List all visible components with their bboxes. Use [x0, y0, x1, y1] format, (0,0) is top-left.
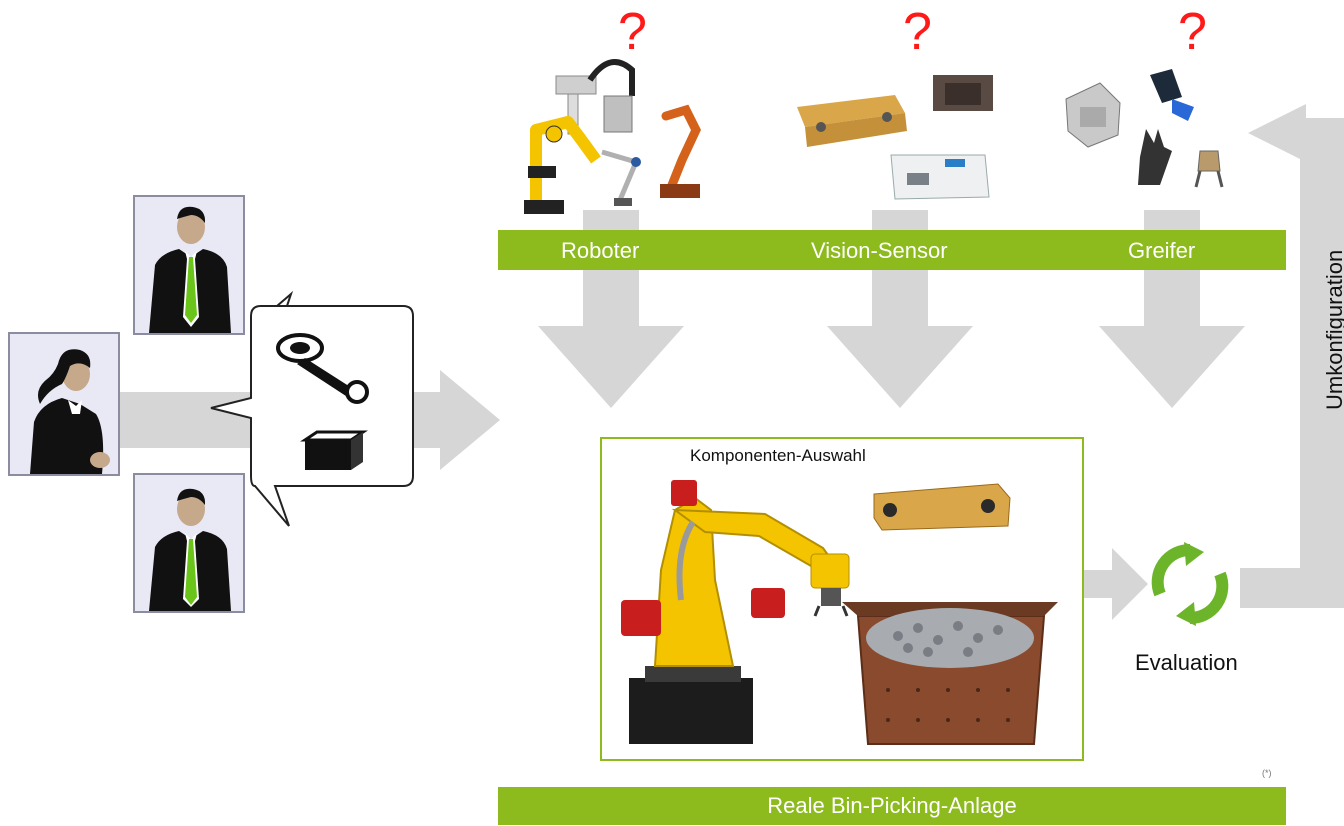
robot-stub: [583, 210, 639, 230]
selection-title: Komponenten-Auswahl: [690, 446, 866, 465]
robots-image: [524, 59, 701, 214]
person-woman: [8, 332, 120, 476]
person-man-top: [133, 195, 245, 335]
component-category-bar: Roboter Vision-Sensor Greifer: [498, 230, 1286, 270]
connecting-rod-icon: [276, 333, 369, 404]
robot-down-arrow: [538, 270, 684, 408]
vision-question-mark: ?: [903, 3, 932, 61]
person-man-bottom: [133, 473, 245, 613]
grippers-image: [1065, 69, 1224, 188]
real-bin-picking-bar: Reale Bin-Picking-Anlage: [498, 787, 1286, 825]
robot-question-mark: ?: [618, 3, 647, 61]
gripper-stub: [1144, 210, 1200, 230]
evaluation-label: Evaluation: [1135, 650, 1238, 675]
reconfiguration-loop-arrow: [1240, 148, 1344, 608]
gripper-category-label: Greifer: [1128, 238, 1196, 263]
man-silhouette-icon: [149, 206, 231, 333]
bin-icon: [300, 430, 368, 470]
robot-category-label: Roboter: [561, 238, 640, 263]
reconfiguration-arrowhead: [1248, 104, 1306, 162]
vision-sensors-image: [797, 75, 993, 200]
man-silhouette-icon: [149, 488, 231, 611]
reconfiguration-label: Umkonfiguration: [1322, 249, 1344, 410]
speech-bubble: [210, 290, 414, 527]
woman-silhouette-icon: [30, 349, 110, 474]
footnote-marker: (*): [1262, 768, 1272, 778]
to-evaluation-arrow: [1072, 548, 1148, 620]
selected-bin-image: [842, 602, 1058, 745]
vision-down-arrow: [827, 270, 973, 408]
gripper-down-arrow: [1099, 270, 1245, 408]
selected-robot-image: [621, 480, 850, 744]
refresh-cycle-icon: [1151, 542, 1229, 626]
vision-stub: [872, 210, 928, 230]
real-bin-picking-label: Reale Bin-Picking-Anlage: [767, 793, 1017, 818]
vision-category-label: Vision-Sensor: [811, 238, 948, 263]
selected-vision-sensor-image: [873, 483, 1011, 531]
gripper-question-mark: ?: [1178, 3, 1207, 61]
